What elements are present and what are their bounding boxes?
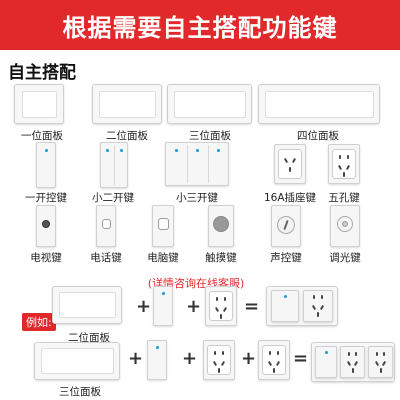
- banner-title: 根据需要自主搭配功能键: [62, 13, 338, 42]
- example2-plus-3: +: [241, 348, 257, 369]
- example1-switch: [153, 286, 173, 326]
- example2-socket-2: [258, 340, 290, 380]
- example1-frame: [52, 286, 122, 324]
- label-five-hole-socket: 五孔键: [328, 192, 360, 204]
- label-frame-three: 三位面板: [189, 130, 231, 142]
- module-five-hole-socket: [328, 144, 360, 184]
- section-title: 自主搭配: [8, 63, 76, 83]
- label-dimmer: 调光键: [329, 252, 361, 264]
- module-touch: [208, 205, 234, 247]
- module-single-switch: [36, 142, 56, 188]
- module-phone: [96, 205, 116, 247]
- label-frame-two: 二位面板: [106, 130, 148, 142]
- label-frame-one: 一位面板: [21, 130, 63, 142]
- frame-one-position: [14, 84, 64, 124]
- module-dimmer: [330, 205, 360, 247]
- module-double-switch: [100, 142, 128, 188]
- example2-result: [311, 342, 395, 382]
- example2-frame-label: 三位面板: [59, 386, 101, 398]
- example2-frame: [34, 342, 120, 380]
- label-16a-socket: 16A插座键: [263, 192, 317, 204]
- example1-socket: [205, 286, 237, 326]
- example2-plus-2: +: [182, 348, 198, 369]
- title-banner: 根据需要自主搭配功能键: [0, 0, 400, 50]
- example1-frame-label: 二位面板: [68, 332, 110, 344]
- label-frame-four: 四位面板: [297, 130, 339, 142]
- example1-equals: =: [244, 296, 260, 317]
- label-computer: 电脑键: [147, 252, 179, 264]
- example2-plus-1: +: [128, 348, 144, 369]
- module-tv: [36, 205, 56, 247]
- module-sound-control: [271, 205, 301, 247]
- label-single-switch: 一开控键: [25, 192, 67, 204]
- frame-four-position: [258, 84, 380, 124]
- label-tv: 电视键: [30, 252, 62, 264]
- label-double-switch: 小二开键: [92, 192, 134, 204]
- module-computer: [152, 205, 174, 247]
- example1-plus-1: +: [136, 296, 152, 317]
- module-16a-socket: [274, 144, 306, 184]
- label-sound-control: 声控键: [270, 252, 302, 264]
- example-badge: 例如:: [22, 313, 56, 331]
- module-triple-switch: [165, 142, 229, 186]
- example2-socket-1: [203, 340, 235, 380]
- example2-switch: [147, 340, 167, 380]
- example2-equals: =: [293, 348, 309, 369]
- example1-plus-2: +: [186, 296, 202, 317]
- label-triple-switch: 小三开键: [176, 192, 218, 204]
- frame-two-position: [92, 84, 162, 124]
- example1-result: [266, 286, 338, 326]
- label-touch: 触摸键: [205, 252, 237, 264]
- label-phone: 电话键: [90, 252, 122, 264]
- frame-three-position: [167, 84, 252, 124]
